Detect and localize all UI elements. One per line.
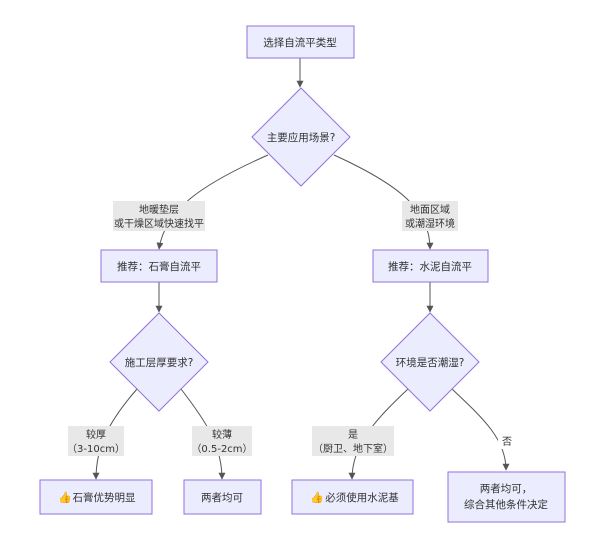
edge-label-ground-line1: 地面区域 [410, 203, 450, 216]
node-cement-recommend: 推荐：水泥自流平 [372, 249, 489, 283]
edge-scenario-to-gypsum [156, 154, 269, 250]
node-gypsum-recommend: 推荐：石膏自流平 [100, 249, 218, 283]
node-gypsum-adv-label: 石膏优势明显 [73, 491, 136, 504]
node-both-ok-combined: 两者均可， 综合其他条件决定 [447, 471, 566, 523]
edge-label-thin-line2: （0.5-2cm） [191, 443, 252, 455]
edge-label-heating-line1: 地暖垫层 [139, 203, 179, 216]
edge-label-no: 否 [498, 433, 516, 449]
edge-label-no-text: 否 [502, 436, 512, 448]
node-humidity-label: 环境是否潮湿? [396, 356, 465, 369]
edge-label-heating: 地暖垫层 或干燥区域快速找平 [113, 201, 205, 231]
edge-scenario-to-cement [333, 154, 434, 250]
node-must-cement-label: 必须使用水泥基 [325, 491, 399, 504]
edge-label-ground: 地面区域 或潮湿环境 [402, 201, 458, 231]
node-humidity-decision: 环境是否潮湿? [380, 312, 480, 412]
edge-label-heating-line2: 或干燥区域快速找平 [114, 217, 204, 230]
node-start: 选择自流平类型 [246, 25, 355, 59]
edge-label-yes-line2: （厨卫、地下室） [313, 442, 393, 455]
edge-label-thick-line2: （3-10cm） [67, 443, 125, 455]
node-must-cement: 👍 必须使用水泥基 [291, 479, 414, 515]
thumbs-up-icon: 👍 [58, 491, 72, 504]
edge-label-yes-line1: 是 [348, 429, 358, 441]
edge-humidity-to-both-ok-2 [451, 388, 510, 471]
edge-label-thin: 较薄 （0.5-2cm） [191, 426, 253, 456]
node-scenario-label: 主要应用场景? [267, 131, 336, 144]
node-gypsum-advantage: 👍 石膏优势明显 [39, 479, 153, 515]
node-both-ok-2-line2: 综合其他条件决定 [464, 498, 548, 511]
node-gypsum-label: 推荐：石膏自流平 [117, 260, 201, 273]
node-thickness-label: 施工层厚要求? [125, 356, 194, 369]
edge-label-ground-line2: 或潮湿环境 [405, 217, 455, 230]
node-both-ok-label: 两者均可 [201, 492, 243, 504]
edge-label-yes: 是 （厨卫、地下室） [312, 426, 394, 456]
node-both-ok-2-line1: 两者均可， [480, 483, 533, 495]
node-cement-label: 推荐：水泥自流平 [388, 260, 472, 273]
thumbs-up-icon: 👍 [310, 491, 324, 504]
node-both-ok: 两者均可 [183, 479, 262, 515]
edge-label-thick-line1: 较厚 [86, 428, 106, 441]
edge-label-thick: 较厚 （3-10cm） [67, 426, 125, 456]
node-scenario-decision: 主要应用场景? [251, 87, 351, 187]
node-thickness-decision: 施工层厚要求? [109, 312, 209, 412]
edge-label-thin-line1: 较薄 [212, 428, 232, 441]
node-start-label: 选择自流平类型 [263, 36, 337, 49]
